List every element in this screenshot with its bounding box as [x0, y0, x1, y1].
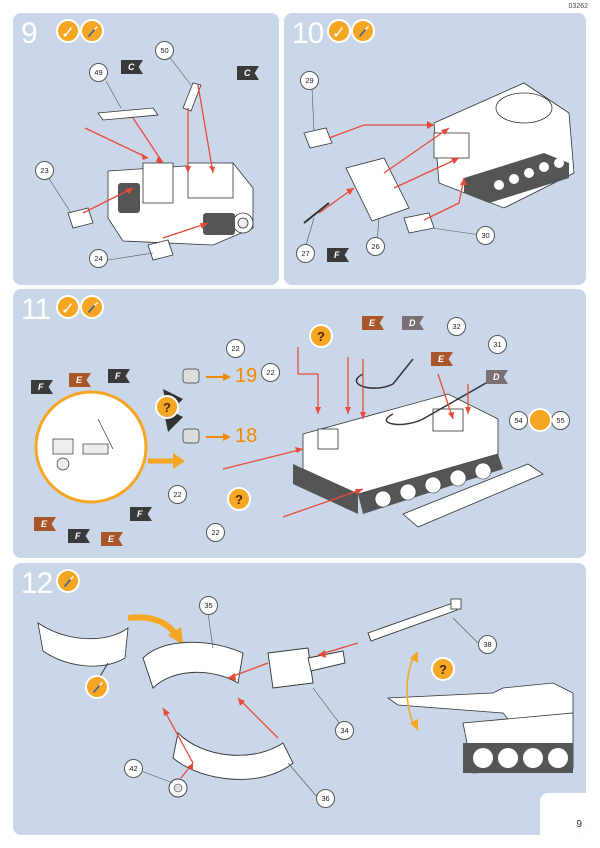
page-code: 03262 [568, 3, 588, 10]
paint-brush-icon [351, 19, 375, 43]
page-number-box [540, 793, 586, 835]
flag-d: D [402, 316, 424, 330]
step-12-drawing [37, 598, 574, 799]
rotate-icon [528, 408, 552, 432]
paint-brush-icon [80, 19, 104, 43]
callout-26: 26 [366, 237, 385, 256]
flag-c: C [237, 66, 259, 80]
callout-22: 22 [226, 339, 245, 358]
flag-f: F [31, 380, 53, 394]
flag-f: F [130, 507, 152, 521]
callout-49: 49 [89, 63, 108, 82]
glue-icon [56, 19, 80, 43]
callout-30: 30 [476, 226, 495, 245]
callout-42: 42 [124, 759, 143, 778]
callout-50: 50 [155, 41, 174, 60]
step-number: 11 [21, 293, 51, 326]
flag-e: E [34, 517, 56, 531]
step-10-drawing [303, 82, 575, 246]
step-11-drawing [34, 347, 544, 528]
paint-brush-icon [80, 295, 104, 319]
flag-e: E [101, 532, 123, 546]
step-10-panel: 10 [284, 13, 586, 285]
callout-31: 31 [488, 335, 507, 354]
callout-38: 38 [478, 635, 497, 654]
step-number: 12 [21, 567, 53, 600]
callout-22: 22 [261, 363, 280, 382]
callout-27: 27 [296, 244, 315, 263]
flag-d: D [486, 370, 508, 384]
flag-c: C [121, 60, 143, 74]
flag-e: E [362, 316, 384, 330]
callout-55: 55 [551, 411, 570, 430]
callout-29: 29 [300, 71, 319, 90]
step-12-panel: 12 [13, 563, 586, 835]
callout-35: 35 [199, 596, 218, 615]
callout-22: 22 [168, 485, 187, 504]
ref-step-19: 19 [235, 365, 258, 387]
step-9-panel: 9 [13, 13, 279, 285]
flag-e: E [69, 373, 91, 387]
callout-54: 54 [509, 411, 528, 430]
callout-36: 36 [316, 789, 335, 808]
glue-icon [56, 295, 80, 319]
callout-23: 23 [35, 161, 54, 180]
step-9-drawing [47, 54, 254, 261]
question-icon: ? [309, 324, 333, 348]
flag-f: F [68, 529, 90, 543]
page-number: 9 [576, 819, 582, 830]
step-number: 9 [21, 17, 38, 50]
flag-f: F [108, 369, 130, 383]
flag-f: F [327, 248, 349, 262]
glue-icon [327, 19, 351, 43]
question-icon: ? [227, 487, 251, 511]
callout-24: 24 [89, 249, 108, 268]
flag-e: E [431, 352, 453, 366]
callout-34: 34 [335, 721, 354, 740]
ref-step-18: 18 [235, 425, 258, 447]
callout-22: 22 [206, 523, 225, 542]
callout-32: 32 [447, 317, 466, 336]
paint-brush-icon [85, 675, 109, 699]
question-icon: ? [431, 657, 455, 681]
step-11-panel: 11 [13, 289, 586, 558]
step-number: 10 [292, 17, 324, 50]
question-icon: ? [155, 395, 179, 419]
paint-brush-icon [56, 569, 80, 593]
